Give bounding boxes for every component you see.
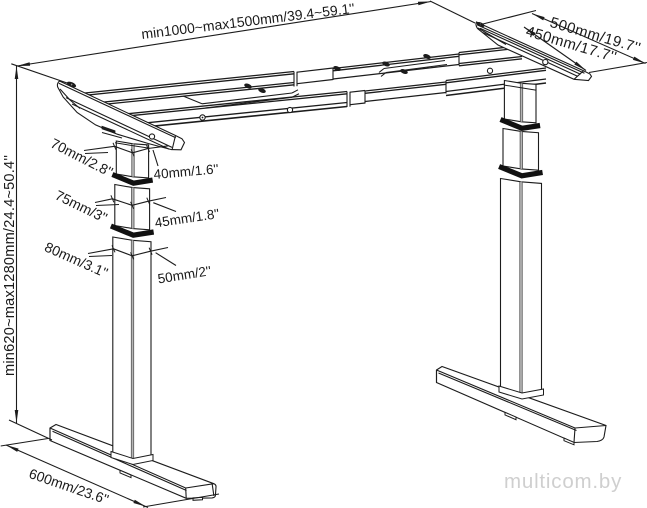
svg-text:min620~max1280mm/24.4~50.4'': min620~max1280mm/24.4~50.4'' <box>2 155 18 376</box>
svg-text:40mm/1.6'': 40mm/1.6'' <box>153 161 219 182</box>
svg-text:multicom.by: multicom.by <box>504 470 622 493</box>
